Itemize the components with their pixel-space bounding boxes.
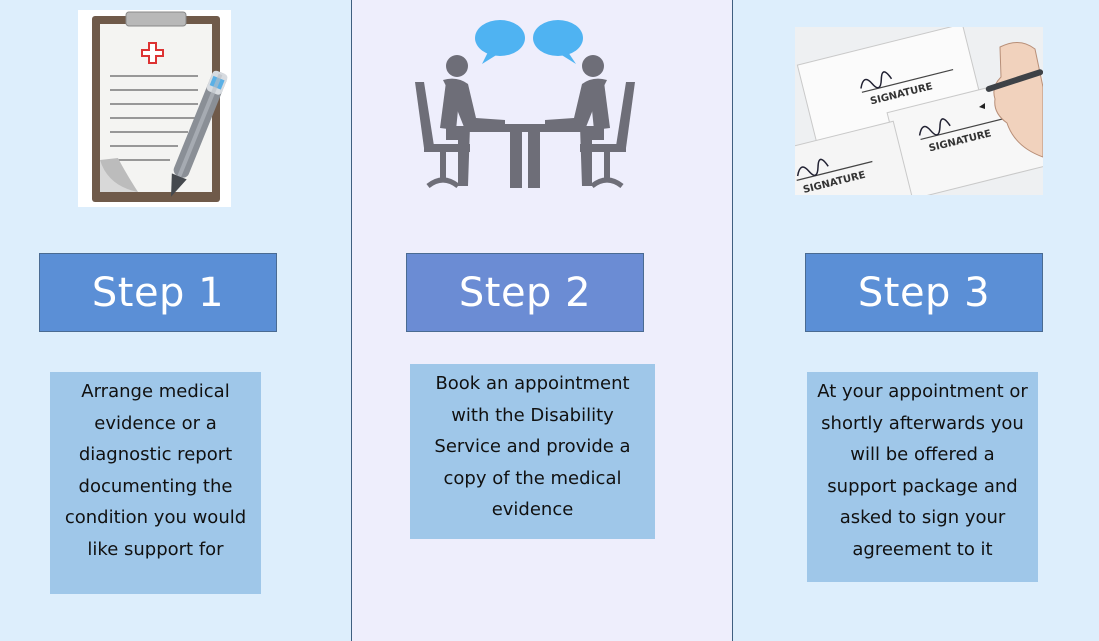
step-2-description-box: Book an appointment with the Disability … xyxy=(410,364,655,539)
step-3-title: Step 3 xyxy=(857,269,991,316)
step-2-description: Book an appointment with the Disability … xyxy=(434,373,631,520)
step-1-title-box: Step 1 xyxy=(39,253,277,332)
step-1-description: Arrange medical evidence or a diagnostic… xyxy=(64,381,247,560)
step-2-title-box: Step 2 xyxy=(406,253,644,332)
step-2-title: Step 2 xyxy=(458,269,592,316)
step-3-title-box: Step 3 xyxy=(805,253,1043,332)
step-1-description-box: Arrange medical evidence or a diagnostic… xyxy=(50,372,261,594)
step-3-column: SIGNATURE SIGNATURE SIGNATURE Step 3 At … xyxy=(733,0,1099,641)
clipboard-medical-icon xyxy=(78,10,231,207)
step-1-title: Step 1 xyxy=(91,269,225,316)
step-3-description: At your appointment or shortly afterward… xyxy=(817,381,1028,560)
meeting-icon xyxy=(410,18,640,192)
signature-icon: SIGNATURE SIGNATURE SIGNATURE xyxy=(795,27,1043,195)
step-1-column: Step 1 Arrange medical evidence or a dia… xyxy=(0,0,351,641)
step-3-description-box: At your appointment or shortly afterward… xyxy=(807,372,1038,582)
step-2-column: Step 2 Book an appointment with the Disa… xyxy=(351,0,733,641)
